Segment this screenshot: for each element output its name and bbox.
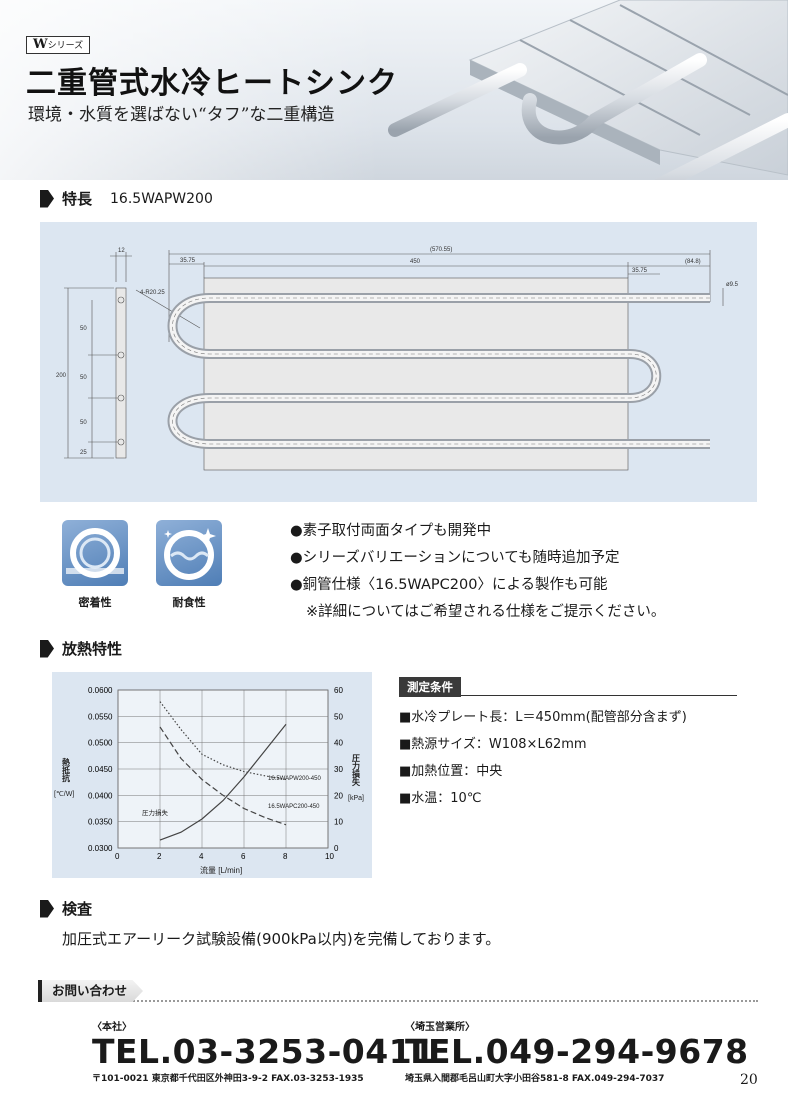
bullet-item: ●素子取付両面タイプも開発中 (290, 523, 492, 539)
x-tick-label: 2 (157, 852, 162, 861)
section-arrow-icon (40, 189, 54, 208)
y-axis-unit: [℃/W] (54, 791, 74, 798)
feature-corrosion: 耐食性 (156, 520, 226, 610)
dim-label: 450 (410, 259, 421, 265)
conditions-list: ■水冷プレート長：L＝450mm(配管部分含まず) ■熱源サイズ：W108×L6… (399, 704, 687, 812)
x-tick-label: 10 (325, 852, 334, 861)
y-axis-label-text: 熱抵抗 (62, 757, 71, 783)
feature-label: 密着性 (78, 596, 112, 609)
features-title: 特長 (62, 190, 93, 208)
condition-item: ■水温：10℃ (399, 791, 482, 806)
series-letter: W (33, 37, 48, 52)
bullet-note: ※詳細についてはご希望される仕様をご提示ください。 (306, 604, 666, 620)
x-tick-label: 4 (199, 852, 204, 861)
technical-drawing: 12 (570.55) 35.75 450 (84.8) 35.75 ø9.5 … (40, 222, 757, 502)
thermal-chart: 0 2 4 6 8 10 0.0300 0.0350 0.0400 0.0450 0.0500 0.0… (52, 672, 372, 878)
dim-label: (570.55) (430, 247, 452, 253)
y2-tick-label: 20 (334, 791, 343, 800)
feature-label: 耐食性 (172, 596, 206, 609)
chart-grid (117, 689, 329, 849)
y-tick-label: 0.0500 (88, 739, 113, 748)
series-tag: Wシリーズ (26, 36, 91, 54)
y2-tick-label: 0 (334, 844, 339, 853)
thermal-heading: 放熱特性 (40, 638, 122, 659)
dim-label: 35.75 (180, 258, 196, 264)
y-tick-label: 0.0300 (88, 844, 113, 853)
condition-item: ■水冷プレート長：L＝450mm(配管部分含まず) (399, 710, 687, 725)
dim-label: 25 (80, 450, 87, 456)
y2-tick-label: 50 (334, 712, 343, 721)
header-sheen (0, 0, 380, 180)
y2-tick-label: 40 (334, 739, 343, 748)
office-address: 〒101-0021 東京都千代田区外神田3-9-2 FAX.03-3253-19… (92, 1074, 364, 1084)
x-axis-label: 流量 [L/min] (200, 865, 242, 875)
office-tel: TEL.049-294-9678 (405, 1032, 749, 1071)
x-tick-label: 8 (283, 852, 288, 861)
office-tel: TEL.03-3253-0411 (92, 1032, 436, 1071)
office-saitama: 〈埼玉営業所〉 TEL.049-294-9678 埼玉県入間郡毛呂山町大字小田谷… (405, 1018, 749, 1084)
dim-label: 4-R20.25 (140, 290, 165, 296)
y-tick-label: 0.0550 (88, 712, 113, 721)
conditions-title: 測定条件 (399, 677, 461, 697)
series-label: 16.5WAPC200-450 (268, 804, 320, 810)
series-line-0 (159, 701, 287, 781)
header-banner: Wシリーズ 二重管式水冷ヒートシンク 環境・水質を選ばない“タフ”な二重構造 (0, 0, 788, 180)
page-subtitle: 環境・水質を選ばない“タフ”な二重構造 (28, 105, 335, 125)
feature-adhesion: 密着性 (62, 520, 132, 610)
inspection-heading: 検査 (40, 898, 92, 919)
x-tick-label: 0 (115, 852, 120, 861)
office-address: 埼玉県入間郡毛呂山町大字小田谷581-8 FAX.049-294-7037 (405, 1074, 665, 1084)
y-tick-label: 0.0350 (88, 818, 113, 827)
dim-label: ø9.5 (726, 282, 739, 288)
dim-label: 50 (80, 420, 87, 426)
ring-icon (62, 520, 128, 586)
contact-heading: お問い合わせ (38, 980, 144, 1002)
office-headquarters: 〈本社〉 TEL.03-3253-0411 〒101-0021 東京都千代田区外… (92, 1018, 436, 1084)
dim-label: 35.75 (632, 268, 648, 274)
inspection-title: 検査 (62, 900, 93, 918)
page-number: 20 (740, 1072, 758, 1088)
y2-axis-unit: [kPa] (348, 795, 364, 802)
y-tick-label: 0.0600 (88, 686, 113, 695)
series-line-1 (159, 726, 287, 826)
thermal-title: 放熱特性 (62, 640, 123, 658)
chart-svg: 0 2 4 6 8 10 0.0300 0.0350 0.0400 0.0450 0.0500 0.0… (54, 686, 364, 875)
page-title: 二重管式水冷ヒートシンク (26, 66, 398, 101)
condition-item: ■熱源サイズ：W108×L62mm (399, 737, 587, 752)
y-tick-label: 0.0400 (88, 791, 113, 800)
drawing-svg: 12 (570.55) 35.75 450 (84.8) 35.75 ø9.5 … (56, 247, 739, 471)
section-arrow-icon (40, 639, 54, 658)
x-tick-label: 6 (241, 852, 246, 861)
office-name: 〈本社〉 (92, 1022, 132, 1033)
y-tick-label: 0.0450 (88, 765, 113, 774)
chart-series (159, 701, 287, 841)
y2-tick-label: 10 (334, 818, 343, 827)
dim-label: 200 (56, 373, 67, 379)
office-name: 〈埼玉営業所〉 (405, 1022, 475, 1033)
chart-ticks: 0 2 4 6 8 10 0.0300 0.0350 0.0400 0.0450 0.0500 0.0… (88, 686, 343, 861)
features-heading: 特長 16.5WAPW200 (40, 188, 213, 209)
series-line-2 (159, 723, 287, 841)
contact-bar: お問い合わせ (38, 980, 758, 1002)
conditions-header: 測定条件 (399, 676, 737, 697)
inspection-text: 加圧式エアーリーク試験設備(900kPa以内)を完備しております。 (62, 930, 501, 948)
dim-label: 50 (80, 326, 87, 332)
condition-item: ■加熱位置：中央 (399, 764, 503, 779)
series-suffix: シリーズ (47, 41, 84, 51)
corrosion-icon (156, 520, 222, 586)
features-model: 16.5WAPW200 (110, 190, 213, 207)
series-label: 圧力損失 (142, 808, 169, 817)
dim-label: 12 (118, 248, 125, 254)
y2-tick-label: 30 (334, 765, 343, 774)
dim-label: 50 (80, 375, 87, 381)
heatsink-product-illustration (388, 0, 788, 180)
y2-tick-label: 60 (334, 686, 343, 695)
feature-bullets: ●素子取付両面タイプも開発中 ●シリーズバリエーションについても随時追加予定 ●… (290, 518, 665, 626)
section-arrow-icon (40, 899, 54, 918)
bullet-item: ●銅管仕様〈16.5WAPC200〉による製作も可能 (290, 577, 608, 593)
dim-label: (84.8) (685, 259, 701, 265)
y2-axis-label-text: 圧力損失 (351, 754, 361, 787)
bullet-item: ●シリーズバリエーションについても随時追加予定 (290, 550, 620, 566)
series-label: 16.5WAPW200-450 (268, 776, 321, 782)
